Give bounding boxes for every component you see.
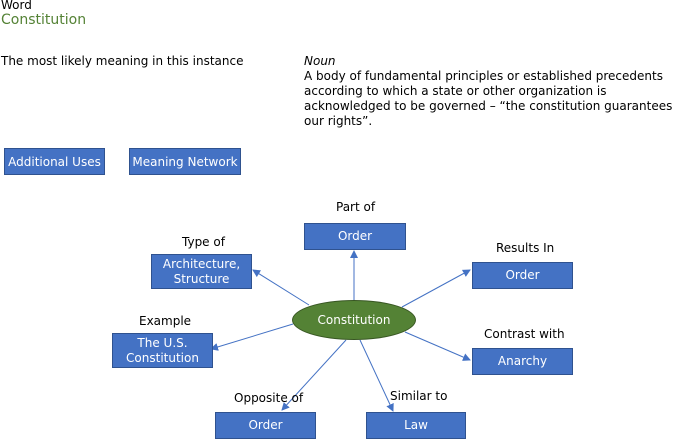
relation-label-type-of: Type of: [182, 235, 225, 249]
word-label: Word: [1, 0, 32, 12]
additional-uses-button[interactable]: Additional Uses: [4, 148, 105, 175]
node-similar-to[interactable]: Law: [366, 412, 466, 439]
center-node[interactable]: Constitution: [292, 300, 416, 340]
node-results-in[interactable]: Order: [472, 262, 573, 289]
relation-label-opposite-of: Opposite of: [234, 391, 304, 405]
arrow-type-of: [252, 269, 310, 306]
node-contrast-with[interactable]: Anarchy: [472, 348, 573, 375]
node-opposite-of[interactable]: Order: [215, 412, 316, 439]
relation-label-similar-to: Similar to: [390, 389, 448, 403]
arrow-contrast-with: [404, 331, 471, 361]
part-of-speech: Noun: [304, 54, 336, 68]
relation-label-part-of: Part of: [336, 200, 376, 214]
arrow-results-in: [401, 269, 471, 308]
node-type-of[interactable]: Architecture, Structure: [151, 254, 252, 289]
meaning-network-button[interactable]: Meaning Network: [129, 148, 241, 175]
arrow-example: [210, 323, 294, 351]
node-part-of[interactable]: Order: [304, 223, 406, 250]
node-example[interactable]: The U.S. Constitution: [112, 333, 213, 368]
arrow-opposite-of: [281, 339, 347, 411]
relation-label-example: Example: [139, 314, 192, 328]
arrow-similar-to: [359, 339, 394, 412]
relation-label-contrast-with: Contrast with: [484, 327, 565, 341]
meaning-label: The most likely meaning in this instance: [1, 54, 244, 68]
definition-text: A body of fundamental principles or esta…: [304, 69, 673, 128]
relation-label-results-in: Results In: [496, 241, 555, 255]
word-value: Constitution: [1, 12, 87, 28]
